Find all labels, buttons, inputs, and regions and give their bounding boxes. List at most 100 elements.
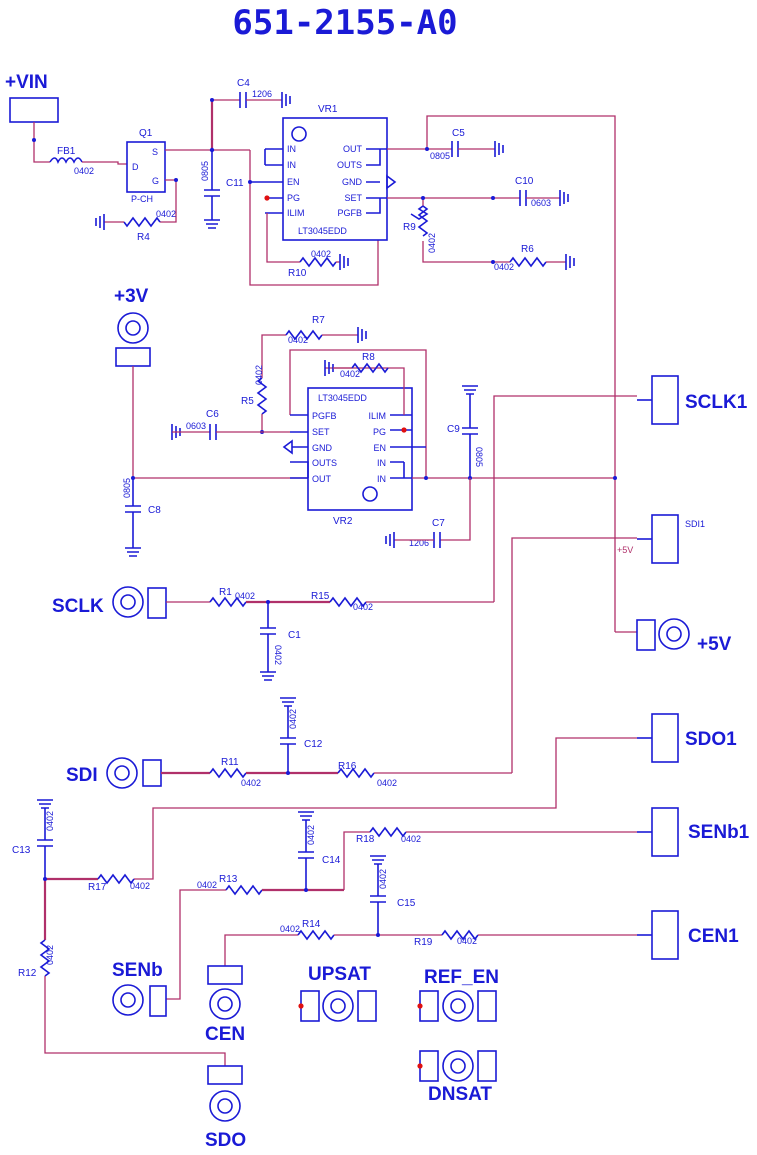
- c8-pkg: 0805: [122, 478, 132, 498]
- capacitor-c15: C15 0402: [370, 864, 416, 935]
- capacitor-c7: C7 1206: [409, 518, 445, 548]
- connector-vin-label: +VIN: [5, 72, 48, 93]
- regulator-vr2: VR2 LT3045EDD PGFB SET GND OUTS OUT ILIM…: [282, 387, 426, 527]
- connector-sdo[interactable]: [207, 1065, 243, 1122]
- capacitor-c5: C5 0805: [430, 128, 465, 161]
- c4-ref: C4: [237, 78, 250, 89]
- r11-pkg: 0402: [241, 778, 261, 788]
- c13-ref: C13: [12, 845, 31, 856]
- vr2-ref: VR2: [333, 516, 353, 527]
- connector-sdi1[interactable]: [637, 514, 679, 564]
- fb1-ref: FB1: [57, 146, 76, 157]
- connector-dnsat-label: DNSAT: [428, 1084, 492, 1105]
- capacitor-c8: 0805 C8: [122, 478, 161, 557]
- vr1-pin-set: SET: [344, 193, 362, 203]
- connector-sdi-label: SDI: [66, 765, 98, 786]
- capacitor-c11: 0805 C11: [200, 150, 244, 229]
- connector-senb[interactable]: [112, 984, 167, 1017]
- resistor-r15: R15 0402: [311, 591, 373, 612]
- c5-pkg: 0805: [430, 151, 450, 161]
- vr1-part: LT3045EDD: [298, 226, 347, 236]
- r8-pkg: 0402: [340, 369, 360, 379]
- vr2-pin-in1: IN: [377, 458, 386, 468]
- resistor-r14: R14 0402: [280, 919, 335, 941]
- connector-cen[interactable]: [207, 965, 243, 1020]
- c13-pkg: 0402: [45, 811, 55, 831]
- r19-pkg: 0402: [457, 936, 477, 946]
- connector-upsat-label: UPSAT: [308, 964, 371, 985]
- connector-sdi[interactable]: [106, 757, 162, 789]
- connector-senb-label: SENb: [112, 960, 163, 981]
- vr1-pin-out: OUT: [343, 144, 363, 154]
- r4-ref: R4: [137, 232, 150, 243]
- r9-ref: R9: [403, 222, 416, 233]
- connector-sclk[interactable]: [112, 586, 167, 619]
- c11-pkg: 0805: [200, 161, 210, 181]
- c14-ref: C14: [322, 855, 341, 866]
- connector-sdo-label: SDO: [205, 1130, 246, 1151]
- c9-ref: C9: [447, 424, 460, 435]
- connector-sdo1-label: SDO1: [685, 729, 737, 750]
- resistor-r17: R17 0402: [88, 873, 150, 893]
- r16-pkg: 0402: [377, 778, 397, 788]
- resistor-r7: R7 0402: [285, 315, 325, 345]
- r16-ref: R16: [338, 761, 357, 772]
- resistor-r19: R19 0402: [414, 929, 479, 948]
- r11-ref: R11: [221, 757, 239, 768]
- resistor-r11: R11 0402: [209, 757, 261, 788]
- resistor-r10: R10 0402: [288, 249, 337, 279]
- r1-pkg: 0402: [235, 591, 255, 601]
- vr2-pin-set: SET: [312, 427, 330, 437]
- r10-ref: R10: [288, 268, 307, 279]
- r19-ref: R19: [414, 937, 433, 948]
- r7-pkg: 0402: [288, 335, 308, 345]
- connector-ref-en-label: REF_EN: [424, 967, 499, 988]
- connector-senb1[interactable]: [637, 807, 679, 857]
- r15-ref: R15: [311, 591, 330, 602]
- resistor-r1: R1 0402: [209, 587, 255, 608]
- vr1-pin-ilim: ILIM: [287, 208, 305, 218]
- connector-dnsat[interactable]: [417, 1050, 497, 1082]
- resistor-r5: R5 0402: [241, 365, 268, 415]
- q1-type: P-CH: [131, 194, 153, 204]
- r17-pkg: 0402: [130, 881, 150, 891]
- resistor-r4: R4 0402: [123, 209, 176, 243]
- capacitor-c1: C1 0402: [260, 602, 301, 681]
- connector-sdo1[interactable]: [637, 713, 679, 763]
- resistor-r9: R9 0402: [403, 205, 437, 253]
- connector-ref-en[interactable]: [417, 990, 497, 1022]
- connector-upsat[interactable]: [298, 990, 377, 1022]
- q1-pin-g: G: [152, 176, 159, 186]
- q1-pin-d: D: [132, 162, 139, 172]
- r6-ref: R6: [521, 244, 534, 255]
- connector-5v-label: +5V: [697, 634, 732, 655]
- resistor-r8: R8 0402: [340, 352, 389, 379]
- connector-3v-label: +3V: [114, 286, 149, 307]
- mosfet-q1: Q1 D S G P-CH: [126, 128, 166, 204]
- c14-pkg: 0402: [306, 825, 316, 845]
- connector-cen-label: CEN: [205, 1024, 245, 1045]
- capacitor-c13: C13 0402: [12, 808, 55, 879]
- connector-vin[interactable]: [9, 97, 59, 123]
- capacitor-c14: C14 0402: [298, 820, 341, 890]
- r12-pkg: 0402: [45, 945, 55, 965]
- vr2-pin-pgfb: PGFB: [312, 411, 337, 421]
- r18-pkg: 0402: [401, 834, 421, 844]
- vr1-pin-gnd: GND: [342, 177, 363, 187]
- capacitor-c12: C12 0402: [280, 706, 323, 773]
- c5-ref: C5: [452, 128, 465, 139]
- r6-pkg: 0402: [494, 262, 514, 272]
- connector-sclk1[interactable]: [637, 375, 679, 425]
- vr1-pin-in2: IN: [287, 160, 296, 170]
- r8-ref: R8: [362, 352, 375, 363]
- connector-cen1[interactable]: [637, 910, 679, 960]
- capacitor-c9: C9 0805: [447, 394, 484, 478]
- c4-pkg: 1206: [252, 89, 272, 99]
- connector-5v[interactable]: [636, 618, 690, 651]
- connector-3v[interactable]: [115, 312, 151, 367]
- resistor-r13: R13 0402: [197, 874, 263, 896]
- vr2-part: LT3045EDD: [318, 393, 367, 403]
- c1-pkg: 0402: [273, 645, 283, 665]
